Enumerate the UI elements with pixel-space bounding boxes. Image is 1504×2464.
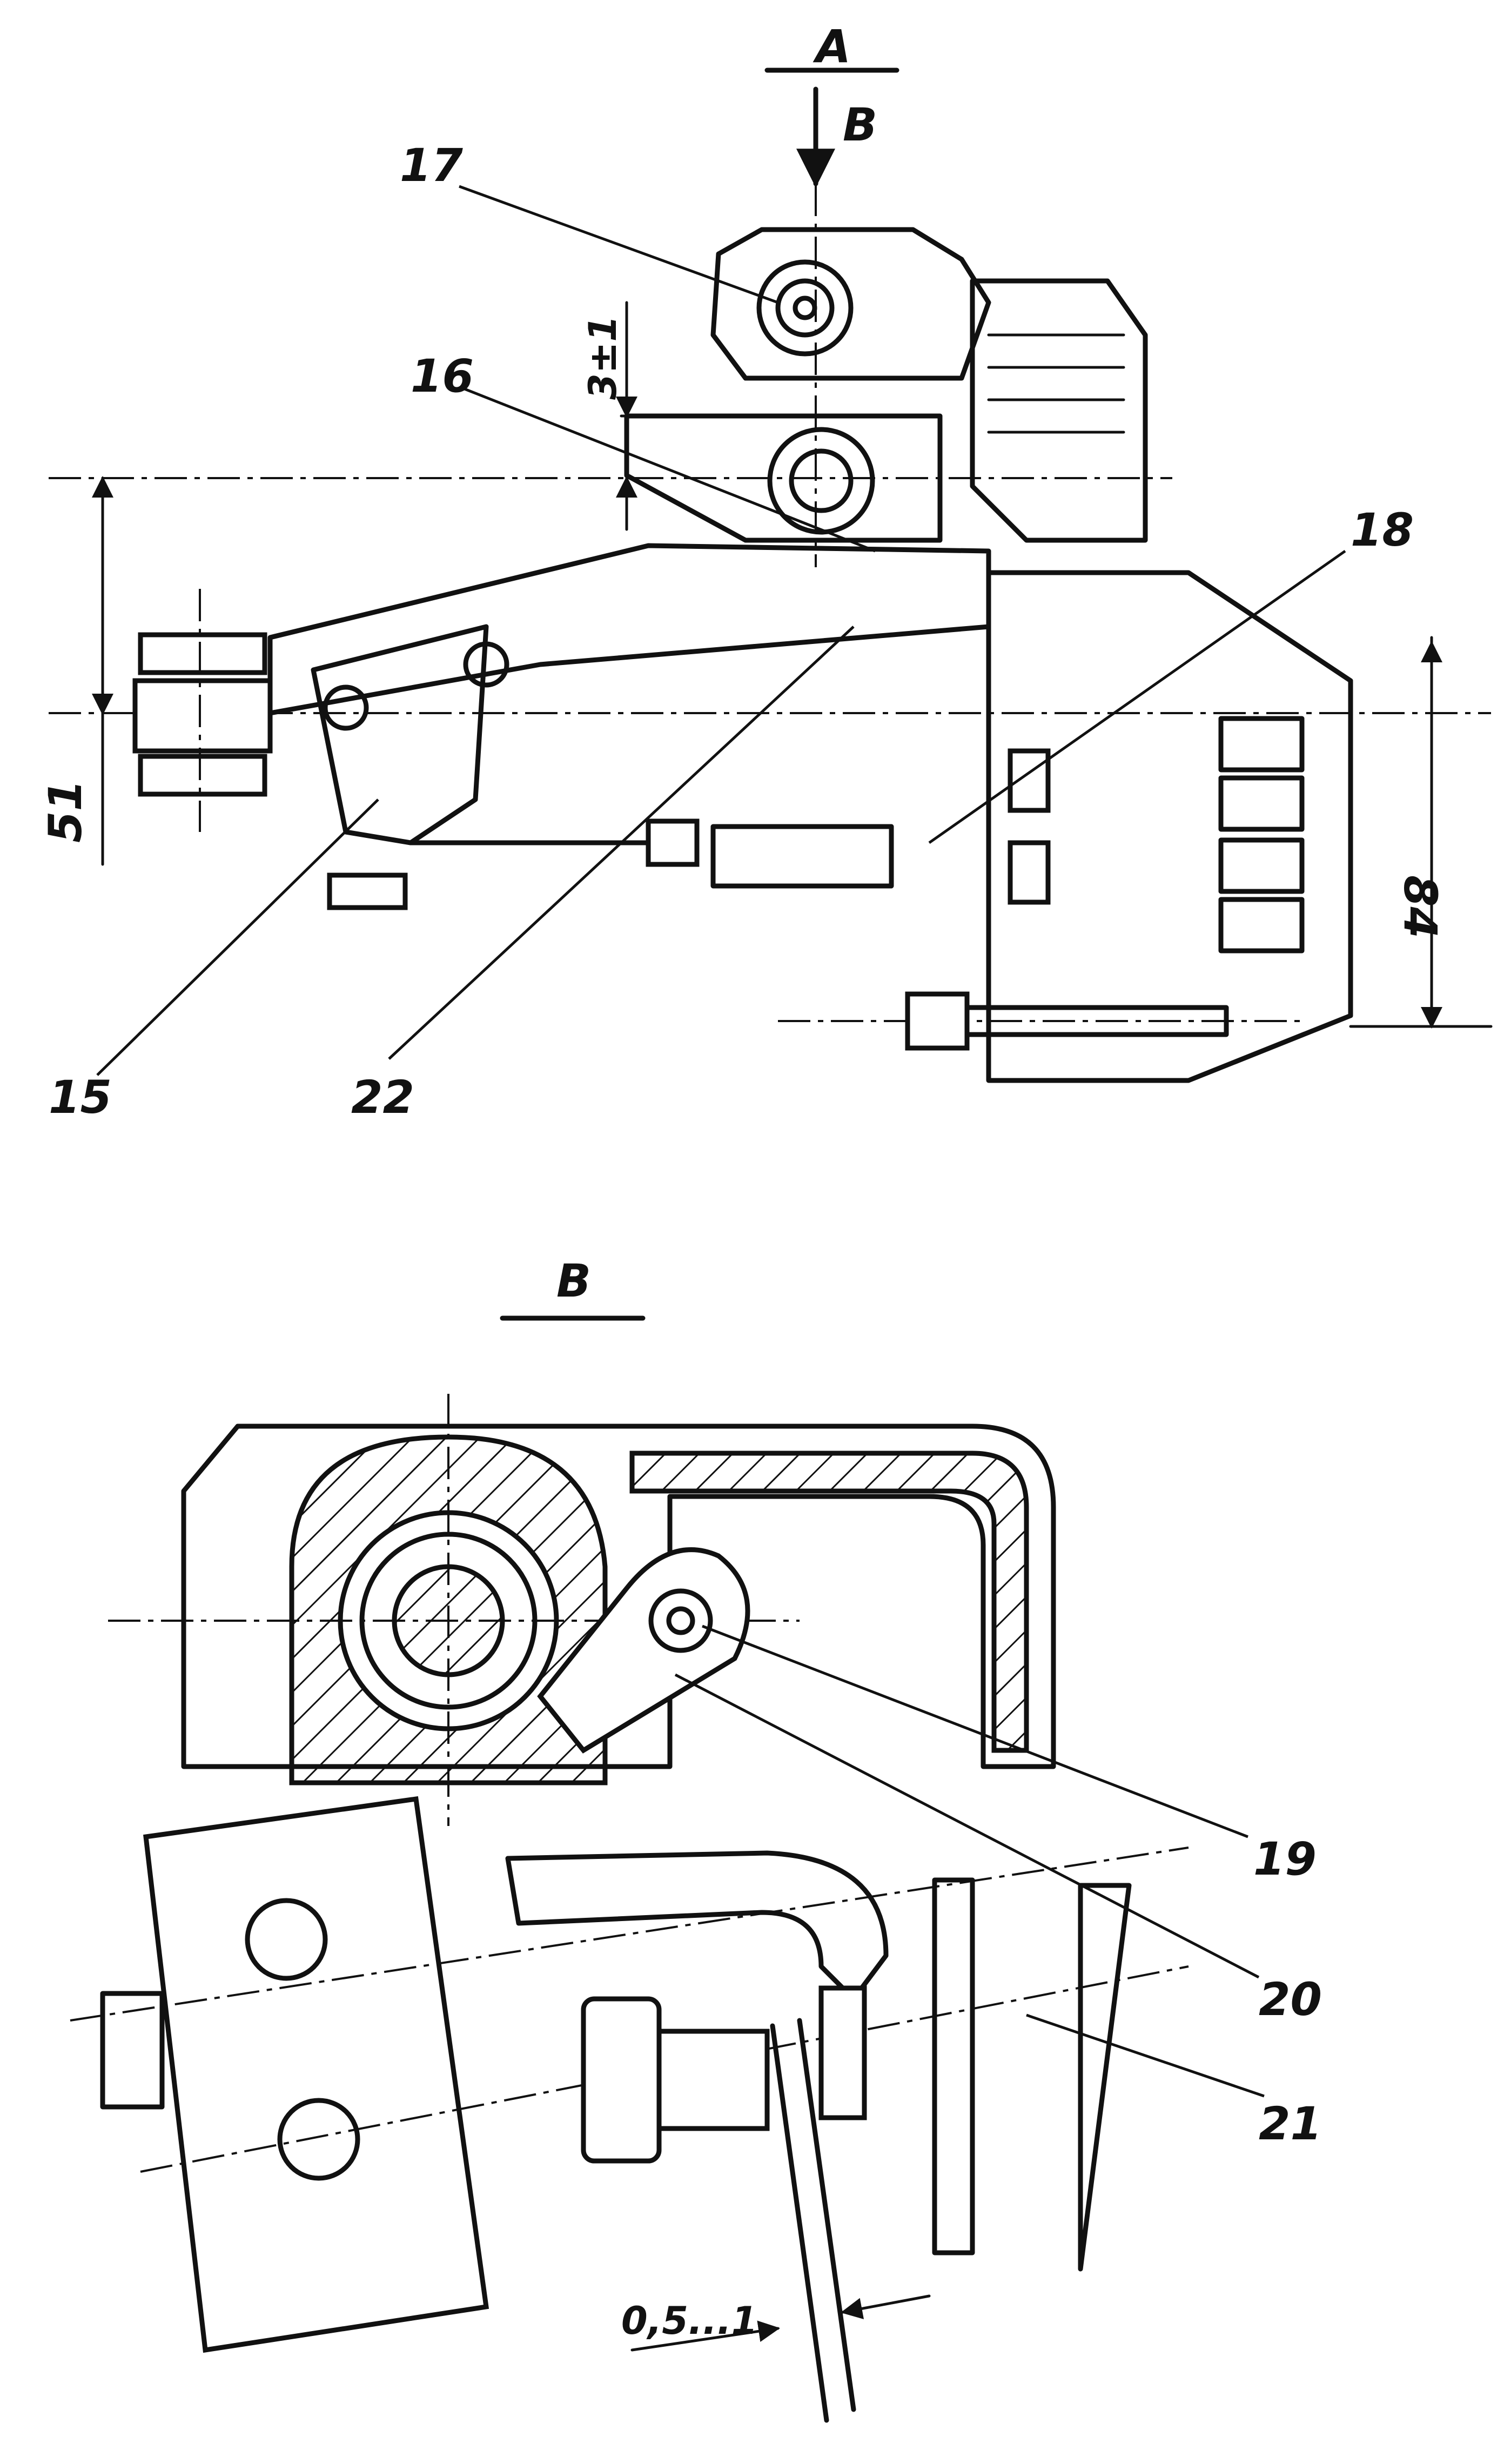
block-slot-4 [1218,897,1305,954]
plate-bolt-upper [245,1898,328,1981]
callout-16: 16 [411,350,474,402]
callout-19: 19 [1253,1832,1317,1885]
leader-20 [674,1673,1260,1979]
middle-bearing-inner [789,448,854,513]
block-nut-lower [1008,840,1051,905]
screw-body [656,2029,770,2131]
leader-17 [459,185,778,304]
callout-17: 17 [400,139,463,192]
leader-21 [1026,2013,1265,2098]
hook-bar [505,1850,889,2002]
block-slot-3 [1218,837,1305,894]
roller-stack-top [138,632,267,675]
bracket-plate [143,1796,489,2353]
view-a: A B [39,20,1493,1124]
link-clevis [646,818,700,867]
guide-bar [624,413,943,543]
bolt-head [905,991,970,1051]
pivot-right [463,641,509,688]
adjust-nut [327,872,408,910]
pivot-left [323,684,369,731]
feeler-blade-edge [797,2018,856,2412]
pawl-pin-inner [666,1606,695,1635]
feeler-blade [770,2023,829,2423]
dim-clearance-arrow-right [841,2294,931,2320]
leader-15 [96,798,379,1076]
mounting-block [986,570,1353,1083]
spring-bracket [970,278,1148,543]
leader-18 [928,549,1346,844]
dim-51-text: 51 [39,780,92,843]
view-b: B [70,1254,1322,2423]
view-a-title: A [813,20,851,73]
block-slot-1 [1218,716,1305,773]
lock-nut [818,1985,867,2120]
leader-16 [464,387,876,553]
lever-arm [267,543,991,716]
upper-roller-mid [775,278,835,338]
callout-22: 22 [351,1071,414,1124]
view-b-housing [181,1424,1056,1769]
screw-collar [581,1996,662,2164]
callout-21: 21 [1259,2097,1322,2150]
plate-bolt-lower [277,2098,360,2181]
lower-slide [710,824,894,889]
leader-19 [702,1624,1248,1838]
middle-bearing-outer [767,427,875,535]
lever-bellcrank [311,624,489,845]
view-b-title: B [556,1254,591,1307]
dim-gap-text: 3±1 [581,315,625,400]
pawl-pin-outer [648,1588,713,1653]
leader-22 [388,626,855,1060]
callout-15: 15 [49,1071,112,1124]
side-wedge [1078,1883,1132,2272]
view-b-shaft-axis [70,1847,1189,2022]
rail-left-stub [100,1991,165,2110]
upper-roller-outer [756,259,854,357]
upper-roller-inner [793,296,817,320]
block-slot-2 [1218,775,1305,832]
view-b-arrow-label: B [843,98,877,151]
callout-18: 18 [1351,503,1414,556]
callout-20: 20 [1259,1973,1322,2026]
dim-clearance-text: 0,5...1 [621,2299,758,2343]
dim-84-text: 84 [1394,875,1447,938]
upper-housing [710,227,991,381]
dim-clearance-arrow-left [630,2320,780,2352]
roller-stack-bottom [138,754,267,797]
roller-stack-mid [132,678,273,754]
bolt-shank [964,1005,1229,1037]
side-member [932,1877,975,2255]
